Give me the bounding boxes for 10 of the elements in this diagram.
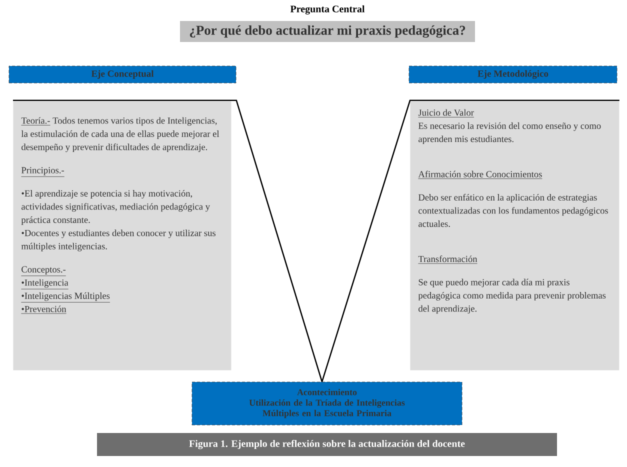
heading-text: Pregunta Central [290, 5, 365, 14]
axis-header-box: Eje Conceptual [8, 66, 236, 84]
v-diagram-line [13, 100, 323, 382]
event-box: Acontecimiento Utilización de la Tríada de Inteligencias Múltiples en la Escuela Primaria [192, 382, 462, 426]
text-panel: Teoría.- Todos tenemos varios tipos de Inteligencias, la estimulación de cada una de ellas puede mejorar el desempeño y prevenir dificultades de aprendizaje. Principios.- •El aprendizaje se potencia si hay motivación, actividades significativas, mediación pedagógica y práctica constante. •Docentes y estudiantes deben conocer y utilizar sus múltiples inteligencias. Conceptos.- •Inteligencia •Inteligencias Múltiples •Prevención [13, 101, 232, 370]
v-diagram-line [321, 100, 620, 382]
axis-header-box: Eje Metodológico [408, 66, 618, 84]
caption-bar: Figura 1. Ejemplo de reflexión sobre la actualización del docente [97, 433, 557, 456]
question-box: ¿Por qué debo actualizar mi praxis pedagógica? [180, 21, 475, 42]
text-panel: Juicio de Valor Es necesario la revisión del como enseño y como aprenden mis estudiantes. Afirmación sobre Conocimientos Debo ser enfático en la aplicación de estrategias contextualizadas con los fundamentos pedagógicos actuales. Transformación Se que puedo mejorar cada día mi praxis pedagógica como medida para prevenir problemas del aprendizaje. [410, 101, 620, 370]
